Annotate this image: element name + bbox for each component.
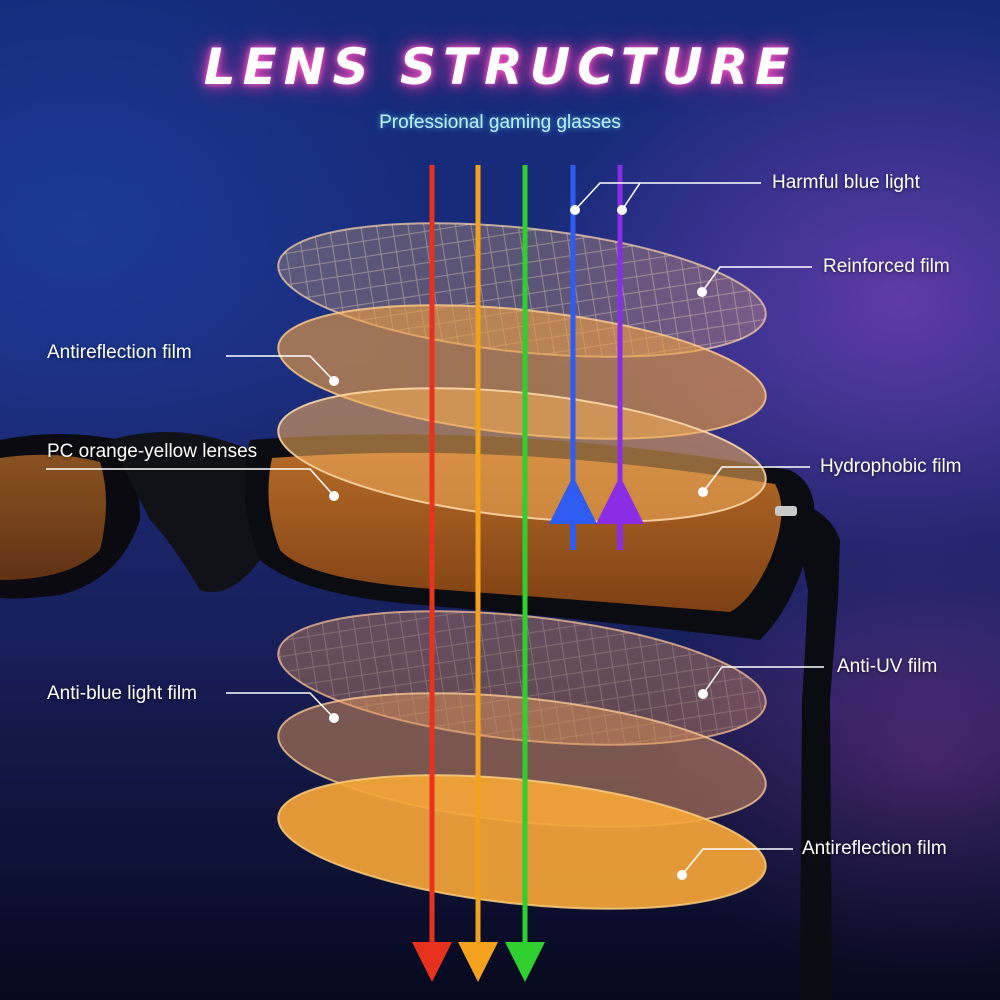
page-title: LENS STRUCTURE xyxy=(203,38,797,96)
label-harmful-blue-light: Harmful blue light xyxy=(772,172,920,193)
antireflection-film-bottom-layer xyxy=(277,774,767,910)
label-antireflection-film-top: Antireflection film xyxy=(47,342,192,363)
label-pc-lenses: PC orange-yellow lenses xyxy=(47,441,258,462)
callout-dots xyxy=(329,205,708,880)
light-rays xyxy=(412,165,644,982)
label-reinforced-film: Reinforced film xyxy=(823,256,950,277)
page-subtitle: Professional gaming glasses xyxy=(379,112,621,133)
label-hydrophobic-film: Hydrophobic film xyxy=(820,456,962,477)
label-antireflection-film-bottom: Antireflection film xyxy=(802,838,947,859)
callout-lines xyxy=(46,182,824,876)
label-anti-uv-film: Anti-UV film xyxy=(837,656,938,677)
label-anti-blue-light-film: Anti-blue light film xyxy=(47,683,197,704)
lower-film-stack xyxy=(277,610,767,910)
